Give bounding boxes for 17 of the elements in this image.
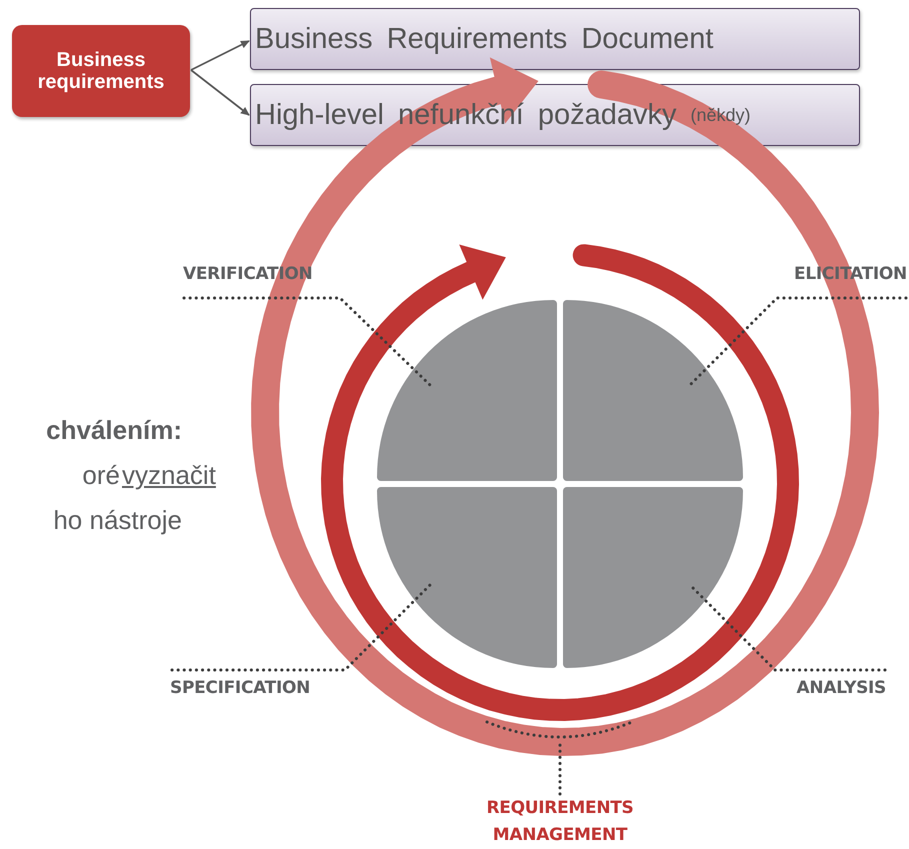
arrow [190,40,250,71]
leader-line [486,720,634,796]
leader-line [688,296,908,386]
arrow [190,69,250,116]
leader-line [182,296,432,386]
body-text: vyznačit [122,460,216,491]
box-label: Business Requirements Document [255,22,714,56]
document-box [250,8,860,70]
leader-line [170,584,432,672]
leader-line [688,584,886,672]
phase-label: SPECIFICATION [170,678,346,704]
process-box: Business requirements [12,25,190,117]
heading-text: chválením: [46,415,182,446]
body-text: oré [82,460,120,491]
body-text: ho nástroje [53,505,182,536]
phase-label: ANALYSIS [772,678,886,704]
cycle-label: REQUIREMENTS MANAGEMENT [440,795,680,849]
